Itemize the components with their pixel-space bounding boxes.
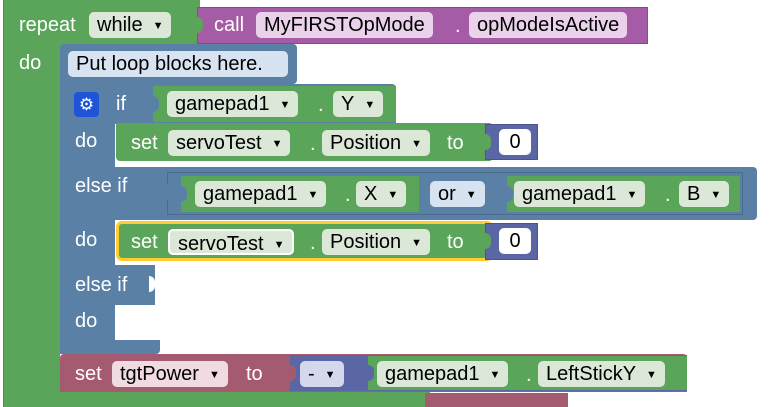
input-notch	[290, 365, 296, 381]
gamepad-axis-value: LeftStickY	[546, 363, 637, 385]
gamepad-object-dropdown[interactable]: gamepad1 ▼	[377, 361, 509, 387]
chevron-down-icon: ▼	[411, 138, 423, 150]
servo-property-dropdown[interactable]: Position ▼	[322, 130, 431, 156]
chevron-down-icon: ▼	[152, 20, 164, 32]
number-value-field[interactable]: 0	[499, 129, 531, 155]
if-do-label: do	[75, 130, 98, 152]
chevron-down-icon: ▼	[626, 189, 638, 201]
gamepad-button-dropdown[interactable]: Y▼	[333, 91, 384, 117]
servo-separator: .	[310, 232, 316, 254]
gamepad-axis-dropdown[interactable]: LeftStickY ▼	[538, 361, 665, 387]
chevron-down-icon: ▼	[324, 369, 336, 381]
call-object-value: MyFIRSTOpMode	[264, 14, 425, 36]
gamepad-separator: .	[665, 184, 671, 206]
chevron-down-icon: ▼	[273, 239, 285, 251]
servo-device-dropdown[interactable]: servoTest ▼	[168, 229, 295, 255]
gamepad-button-value: X	[364, 183, 378, 205]
servo-device-value: servoTest	[176, 132, 262, 154]
servo-property-value: Position	[330, 132, 402, 154]
gamepad-object-value: gamepad1	[522, 183, 617, 205]
repeat-do-label: do	[19, 52, 42, 74]
input-notch	[181, 186, 187, 202]
input-notch	[485, 233, 491, 249]
chevron-down-icon: ▼	[646, 369, 657, 381]
set-keyword: set	[131, 231, 158, 253]
next-statement-value-cutoff	[425, 393, 568, 407]
chevron-down-icon: ▼	[465, 189, 477, 201]
if-keyword: if	[116, 93, 126, 115]
gamepad-separator: .	[345, 184, 351, 206]
gear-icon: ⚙	[78, 95, 95, 114]
gamepad-button-dropdown[interactable]: X▼	[356, 181, 407, 207]
input-notch	[507, 186, 513, 202]
variable-dropdown[interactable]: tgtPower ▼	[112, 361, 228, 387]
gamepad-button-value: Y	[341, 93, 355, 115]
repeat-while-block-cap	[3, 0, 4, 407]
chevron-down-icon: ▼	[307, 189, 319, 201]
call-method-field[interactable]: opModeIsActive	[469, 12, 628, 38]
input-notch	[167, 184, 173, 200]
call-separator: .	[455, 15, 461, 37]
gamepad-object-value: gamepad1	[385, 363, 480, 385]
else-if-keyword: else if	[75, 274, 128, 296]
gamepad-object-dropdown[interactable]: gamepad1 ▼	[167, 91, 299, 117]
chevron-down-icon: ▼	[387, 189, 399, 201]
input-notch	[197, 17, 203, 33]
if-block-bottom	[60, 340, 160, 354]
else-if-do-label: do	[75, 229, 98, 251]
repeat-keyword: repeat	[19, 14, 76, 36]
math-operator-dropdown[interactable]: -▼	[300, 361, 344, 387]
set-keyword: set	[131, 132, 158, 154]
comment-text: Put loop blocks here.	[76, 53, 263, 75]
number-value-field[interactable]: 0	[499, 228, 531, 254]
empty-statement-slot[interactable]	[115, 306, 160, 340]
repeat-while-block-spine	[3, 0, 60, 407]
next-statement-block-cutoff[interactable]	[60, 392, 430, 407]
gamepad-separator: .	[526, 364, 532, 386]
else-if-do-label: do	[75, 310, 98, 332]
gamepad-object-dropdown[interactable]: gamepad1 ▼	[195, 181, 327, 207]
chevron-down-icon: ▼	[710, 189, 722, 201]
gamepad-button-dropdown[interactable]: B▼	[679, 181, 730, 207]
input-notch	[153, 96, 159, 112]
gamepad-object-value: gamepad1	[175, 93, 270, 115]
call-object-field[interactable]: MyFIRSTOpMode	[256, 12, 433, 38]
chevron-down-icon: ▼	[279, 99, 291, 111]
servo-device-dropdown[interactable]: servoTest ▼	[168, 130, 291, 156]
comment-text-field[interactable]: Put loop blocks here.	[68, 51, 288, 77]
call-keyword: call	[214, 14, 245, 36]
number-value: 0	[509, 131, 521, 153]
mutator-gear-button[interactable]: ⚙	[74, 92, 99, 117]
chevron-down-icon: ▼	[489, 369, 501, 381]
to-keyword: to	[246, 363, 263, 385]
gamepad-object-value: gamepad1	[203, 183, 298, 205]
call-method-value: opModeIsActive	[477, 14, 620, 36]
servo-property-value: Position	[330, 231, 402, 253]
logic-operator-value: or	[438, 183, 456, 205]
gamepad-separator: .	[318, 94, 324, 116]
else-if-keyword: else if	[75, 175, 128, 197]
repeat-mode-dropdown[interactable]: while ▼	[89, 12, 172, 38]
variable-value: tgtPower	[120, 363, 199, 385]
math-operator-value: -	[308, 363, 315, 385]
number-value: 0	[509, 230, 521, 252]
set-keyword: set	[75, 363, 102, 385]
chevron-down-icon: ▼	[364, 99, 376, 111]
chevron-down-icon: ▼	[271, 138, 283, 150]
chevron-down-icon: ▼	[208, 369, 220, 381]
gamepad-object-dropdown[interactable]: gamepad1 ▼	[514, 181, 646, 207]
servo-property-dropdown[interactable]: Position ▼	[322, 229, 431, 255]
if-block-elseif2-row	[60, 265, 155, 305]
servo-separator: .	[310, 133, 316, 155]
to-keyword: to	[447, 231, 464, 253]
servo-device-value: servoTest	[178, 233, 264, 255]
input-notch	[485, 134, 491, 150]
to-keyword: to	[447, 132, 464, 154]
repeat-mode-value: while	[97, 14, 143, 36]
gamepad-button-value: B	[687, 183, 701, 205]
input-notch	[368, 365, 374, 381]
chevron-down-icon: ▼	[411, 237, 423, 249]
logic-operator-dropdown[interactable]: or ▼	[430, 181, 485, 207]
empty-input-notch	[149, 276, 155, 292]
